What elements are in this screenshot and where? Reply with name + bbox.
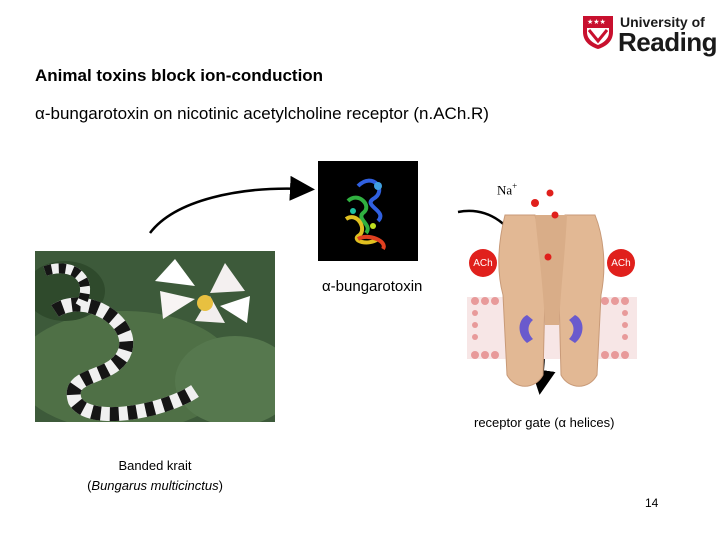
slide-title: Animal toxins block ion-conduction [35, 66, 324, 85]
banded-krait-photo [15, 251, 295, 431]
crest-icon: ★★★ [583, 16, 613, 49]
university-logo: ★★★ University of Reading [578, 12, 718, 57]
ach-left-label: ACh [473, 258, 493, 269]
snake-caption-latin: (Bungarus multicinctus) [0, 478, 310, 493]
slide-subtitle: α-bungarotoxin on nicotinic acetylcholin… [35, 104, 489, 124]
na-text: Na [497, 182, 513, 198]
ach-right-label: ACh [611, 258, 631, 269]
gate-suffix: helices) [566, 415, 615, 430]
alpha-symbol: α [322, 278, 331, 295]
gate-prefix: receptor gate ( [474, 415, 559, 430]
na-charge: + [512, 181, 518, 191]
svg-text:★★★: ★★★ [587, 18, 606, 26]
paren-close: ) [218, 478, 223, 493]
toxin-arrow [149, 175, 315, 234]
logo-line2: Reading [618, 27, 718, 57]
receptor-gate-label: receptor gate (α helices) [474, 415, 614, 430]
paren-open: ( [87, 478, 92, 493]
toxin-label: α-bungarotoxin [322, 278, 422, 295]
toxin-text: -bungarotoxin [330, 278, 423, 295]
page-number: 14 [645, 496, 659, 510]
sodium-ion-label: Na+ [497, 181, 517, 198]
bungarotoxin-structure-image [318, 161, 418, 261]
latin-name: Bungarus multicinctus [91, 478, 219, 493]
subtitle-text: -bungarotoxin on nicotinic acetylcholine… [44, 104, 489, 123]
alpha-symbol: α [558, 415, 567, 430]
logo-line1: University of [620, 14, 705, 30]
nachr-receptor-diagram [455, 175, 650, 400]
alpha-symbol: α [35, 104, 45, 123]
snake-caption-common: Banded krait [118, 458, 192, 473]
